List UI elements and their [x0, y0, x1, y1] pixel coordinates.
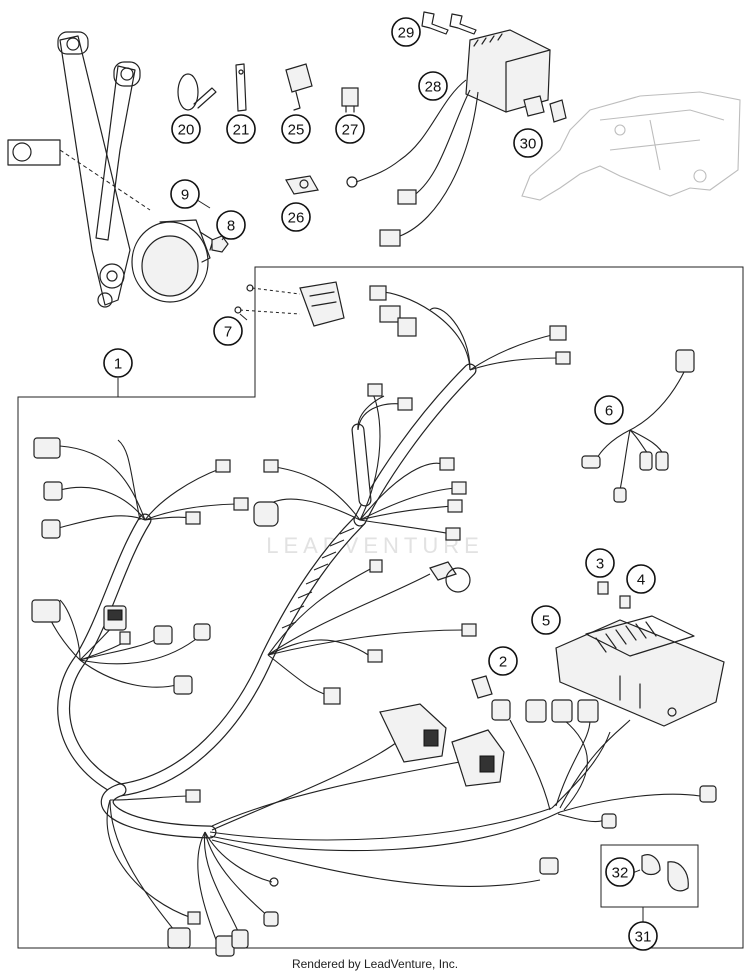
svg-text:29: 29 — [398, 25, 415, 42]
svg-text:1: 1 — [114, 356, 122, 373]
footer-credit: Rendered by LeadVenture, Inc. — [291, 957, 459, 971]
ecu-bracket — [234, 281, 345, 327]
svg-text:7: 7 — [224, 324, 232, 341]
svg-text:9: 9 — [181, 187, 189, 204]
callout-20: 20 — [171, 114, 201, 144]
callout-8: 8 — [216, 210, 246, 240]
airbox-ghost — [521, 91, 741, 201]
watermark: LEADVENTURE — [266, 533, 484, 558]
callout-21: 21 — [226, 114, 256, 144]
regulator-screws — [421, 11, 477, 35]
callout-1: 1 — [103, 348, 133, 378]
horn-bracket — [7, 31, 151, 308]
fuses — [597, 581, 631, 609]
svg-text:32: 32 — [612, 865, 629, 882]
svg-text:28: 28 — [425, 79, 442, 96]
callout-31: 31 — [628, 921, 658, 951]
callout-29: 29 — [391, 17, 421, 47]
callout-9: 9 — [170, 179, 200, 209]
svg-text:27: 27 — [342, 122, 359, 139]
callout-3: 3 — [585, 548, 615, 578]
fuse-holder — [285, 175, 319, 195]
svg-text:3: 3 — [596, 556, 604, 573]
svg-text:30: 30 — [520, 136, 537, 153]
callout-26: 26 — [281, 202, 311, 232]
svg-text:4: 4 — [637, 572, 645, 589]
callout-4: 4 — [626, 564, 656, 594]
callout-2: 2 — [488, 646, 518, 676]
cable-clip-box — [600, 844, 699, 908]
svg-text:25: 25 — [288, 122, 305, 139]
voltage-regulator — [346, 29, 551, 247]
svg-text:6: 6 — [605, 403, 613, 420]
callout-32: 32 — [605, 857, 635, 887]
svg-text:31: 31 — [635, 929, 652, 946]
svg-text:8: 8 — [227, 218, 235, 235]
relay-socket — [285, 63, 313, 111]
svg-text:5: 5 — [542, 613, 550, 630]
svg-text:21: 21 — [233, 122, 250, 139]
callout-28: 28 — [418, 71, 448, 101]
adapter-cable — [581, 349, 695, 503]
clip-strap — [235, 63, 247, 112]
relay — [341, 87, 359, 113]
harness-group-frame — [17, 266, 744, 949]
callout-27: 27 — [335, 114, 365, 144]
svg-text:2: 2 — [499, 654, 507, 671]
cable-tie — [177, 73, 217, 111]
callout-5: 5 — [531, 605, 561, 635]
regulator-clips — [523, 95, 567, 123]
callout-30: 30 — [513, 128, 543, 158]
svg-text:26: 26 — [288, 210, 305, 227]
callout-25: 25 — [281, 114, 311, 144]
connector-part — [471, 675, 493, 699]
harness-connectors — [31, 285, 717, 957]
horn — [131, 219, 214, 303]
callout-6: 6 — [594, 395, 624, 425]
callout-7: 7 — [213, 316, 243, 346]
fuse-box — [555, 615, 725, 727]
svg-text:20: 20 — [178, 122, 195, 139]
horn-nut — [211, 235, 229, 253]
